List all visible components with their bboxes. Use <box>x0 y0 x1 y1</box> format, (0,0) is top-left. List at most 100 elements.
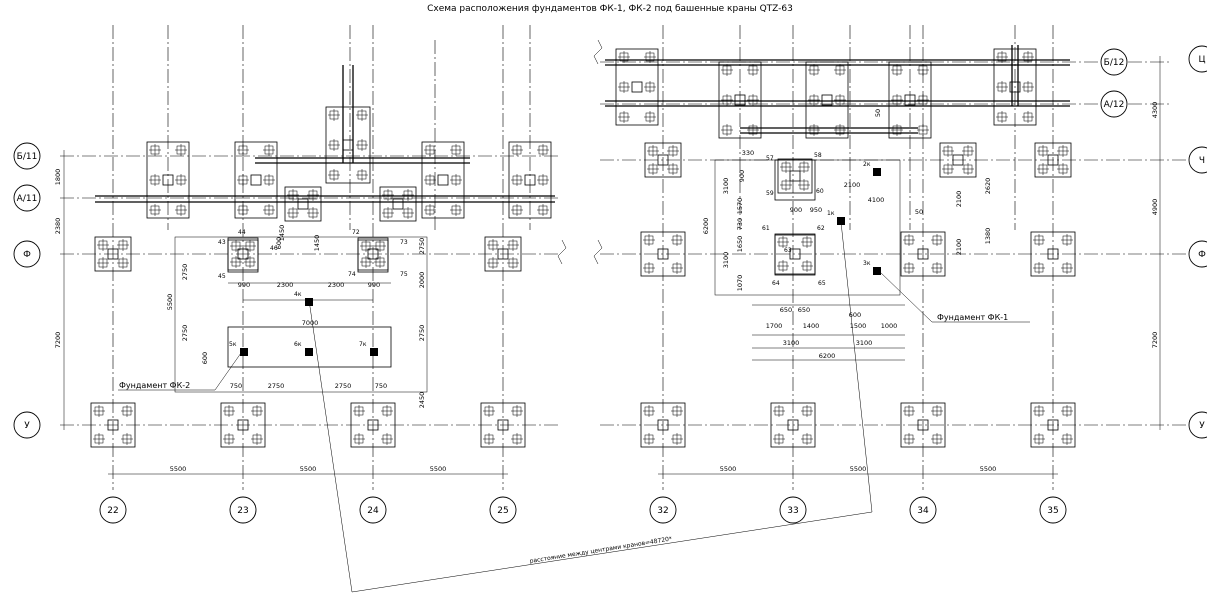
pile-cap <box>480 402 526 448</box>
dimension-value: 5500 <box>166 294 174 311</box>
pile-cap <box>640 231 686 277</box>
row-axis-bubble <box>13 184 41 212</box>
row-axis-bubble <box>13 142 41 170</box>
pile-number: 65 <box>818 280 826 287</box>
dimension-value: 2750 <box>418 325 426 342</box>
column-axis-bubble-label: 32 <box>657 506 668 516</box>
crane-distance-line <box>308 221 873 593</box>
row-axis-bubble <box>13 240 41 268</box>
column-axis-bubble <box>779 496 807 524</box>
dimension-value: 990 <box>368 281 380 289</box>
dimension-value: 1700 <box>766 322 783 330</box>
pile-cap <box>900 231 946 277</box>
pile-cap <box>284 186 322 222</box>
dimension-value: 330 <box>742 149 754 157</box>
point-label: 6к <box>294 341 302 348</box>
dimension-value: 2100 <box>844 181 861 189</box>
row-axis-bubble-label: А/12 <box>1104 100 1125 110</box>
fk2-label: Фундамент ФК-2 <box>119 381 190 390</box>
pile-cap <box>350 402 396 448</box>
pile-cap <box>1030 231 1076 277</box>
column-axis-bubble-label: 33 <box>787 506 798 516</box>
column-axis-bubble-label: 23 <box>237 506 248 516</box>
dimension-value: 600 <box>849 311 861 319</box>
pile-number: 60 <box>816 188 824 195</box>
center-point <box>240 348 248 356</box>
dimension-value: 600 <box>275 237 283 249</box>
pile-cap <box>325 106 371 184</box>
row-axis-bubble <box>1188 411 1207 439</box>
dimension-value: 1500 <box>850 322 867 330</box>
dimension-value: 4300 <box>1151 102 1159 119</box>
row-axis-bubble-label: Б/11 <box>17 152 38 162</box>
row-axis-bubble <box>1188 146 1207 174</box>
row-axis-bubble-label: Ч <box>1199 156 1205 166</box>
dimension-value: 2750 <box>181 264 189 281</box>
dimension-value: 2620 <box>984 178 992 195</box>
pile-cap <box>777 158 813 194</box>
point-label: 3к <box>863 260 871 267</box>
pile-cap <box>508 141 552 219</box>
column-axis-bubble <box>649 496 677 524</box>
row-axis-bubble <box>13 411 41 439</box>
dimension-value: 1070 <box>736 275 744 292</box>
point-label: 5к <box>229 341 237 348</box>
pile-number: 74 <box>348 271 356 278</box>
column-axis-bubble <box>909 496 937 524</box>
pile-cap <box>234 141 278 219</box>
dimension-value: 750 <box>230 382 242 390</box>
dimension-value: 1450 <box>313 235 321 252</box>
dimension-value: 2100 <box>955 191 963 208</box>
dimension-value: 50 <box>915 208 923 216</box>
dimension-value: 2380 <box>54 218 62 235</box>
row-axis-bubble-label: У <box>1199 421 1205 431</box>
dimension-value: 2000 <box>418 272 426 289</box>
dimension-value: 2750 <box>181 325 189 342</box>
center-point <box>370 348 378 356</box>
column-axis-bubble <box>1039 496 1067 524</box>
row-axis-bubble <box>1100 90 1128 118</box>
pile-cap <box>615 48 659 126</box>
dimension-value: 3100 <box>783 339 800 347</box>
point-label: 1к <box>827 210 835 217</box>
pile-number: 58 <box>814 152 822 159</box>
dimension-value: 750 <box>375 382 387 390</box>
dimension-value: 1000 <box>881 322 898 330</box>
pile-number: 62 <box>817 225 825 232</box>
pile-cap-footings <box>90 48 1076 448</box>
pile-cap <box>640 402 686 448</box>
pile-number: 61 <box>762 225 770 232</box>
point-label: 2к <box>863 161 871 168</box>
dimension-value: 5500 <box>720 465 737 473</box>
pile-cap <box>900 402 946 448</box>
distance-note: расстояние между центрами кранов=48720* <box>529 536 672 565</box>
pile-cap <box>1034 142 1072 178</box>
dimension-value: 3100 <box>722 252 730 269</box>
dimension-value: 5500 <box>300 465 317 473</box>
dimension-value: 990 <box>238 281 250 289</box>
pile-cap <box>94 236 132 272</box>
pile-cap <box>1030 402 1076 448</box>
pile-number: 72 <box>352 229 360 236</box>
pile-number: 64 <box>772 280 780 287</box>
center-point <box>837 217 845 225</box>
center-point <box>305 298 313 306</box>
pile-number: 57 <box>766 155 774 162</box>
pile-cap <box>146 141 190 219</box>
dimension-value: 900 <box>790 206 802 214</box>
drawing-title: Схема расположения фундаментов ФК-1, ФК-… <box>427 4 793 14</box>
dimension-value: 900 <box>738 170 746 182</box>
dimension-value: 5500 <box>850 465 867 473</box>
break-marks <box>557 39 603 265</box>
dimension-value: 650 <box>798 306 810 314</box>
dimension-value: 2300 <box>328 281 345 289</box>
pile-cap <box>421 141 465 219</box>
dimension-value: 2750 <box>268 382 285 390</box>
